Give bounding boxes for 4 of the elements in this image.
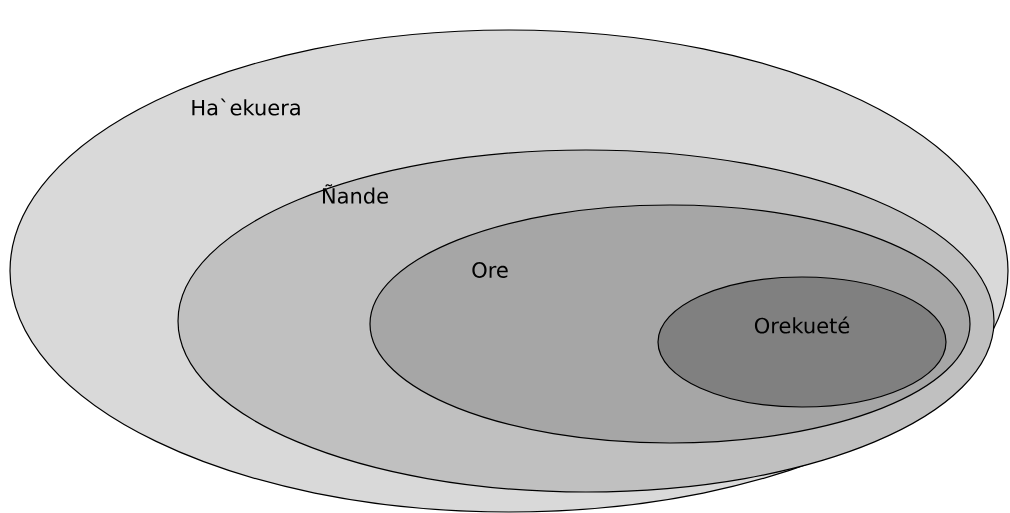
ellipse-label: Orekueté: [754, 316, 850, 334]
ellipse-label: Ñande: [323, 184, 388, 204]
ellipse-label: Ore: [472, 262, 508, 278]
ellipse-label: Ha`ekuera: [192, 98, 300, 116]
